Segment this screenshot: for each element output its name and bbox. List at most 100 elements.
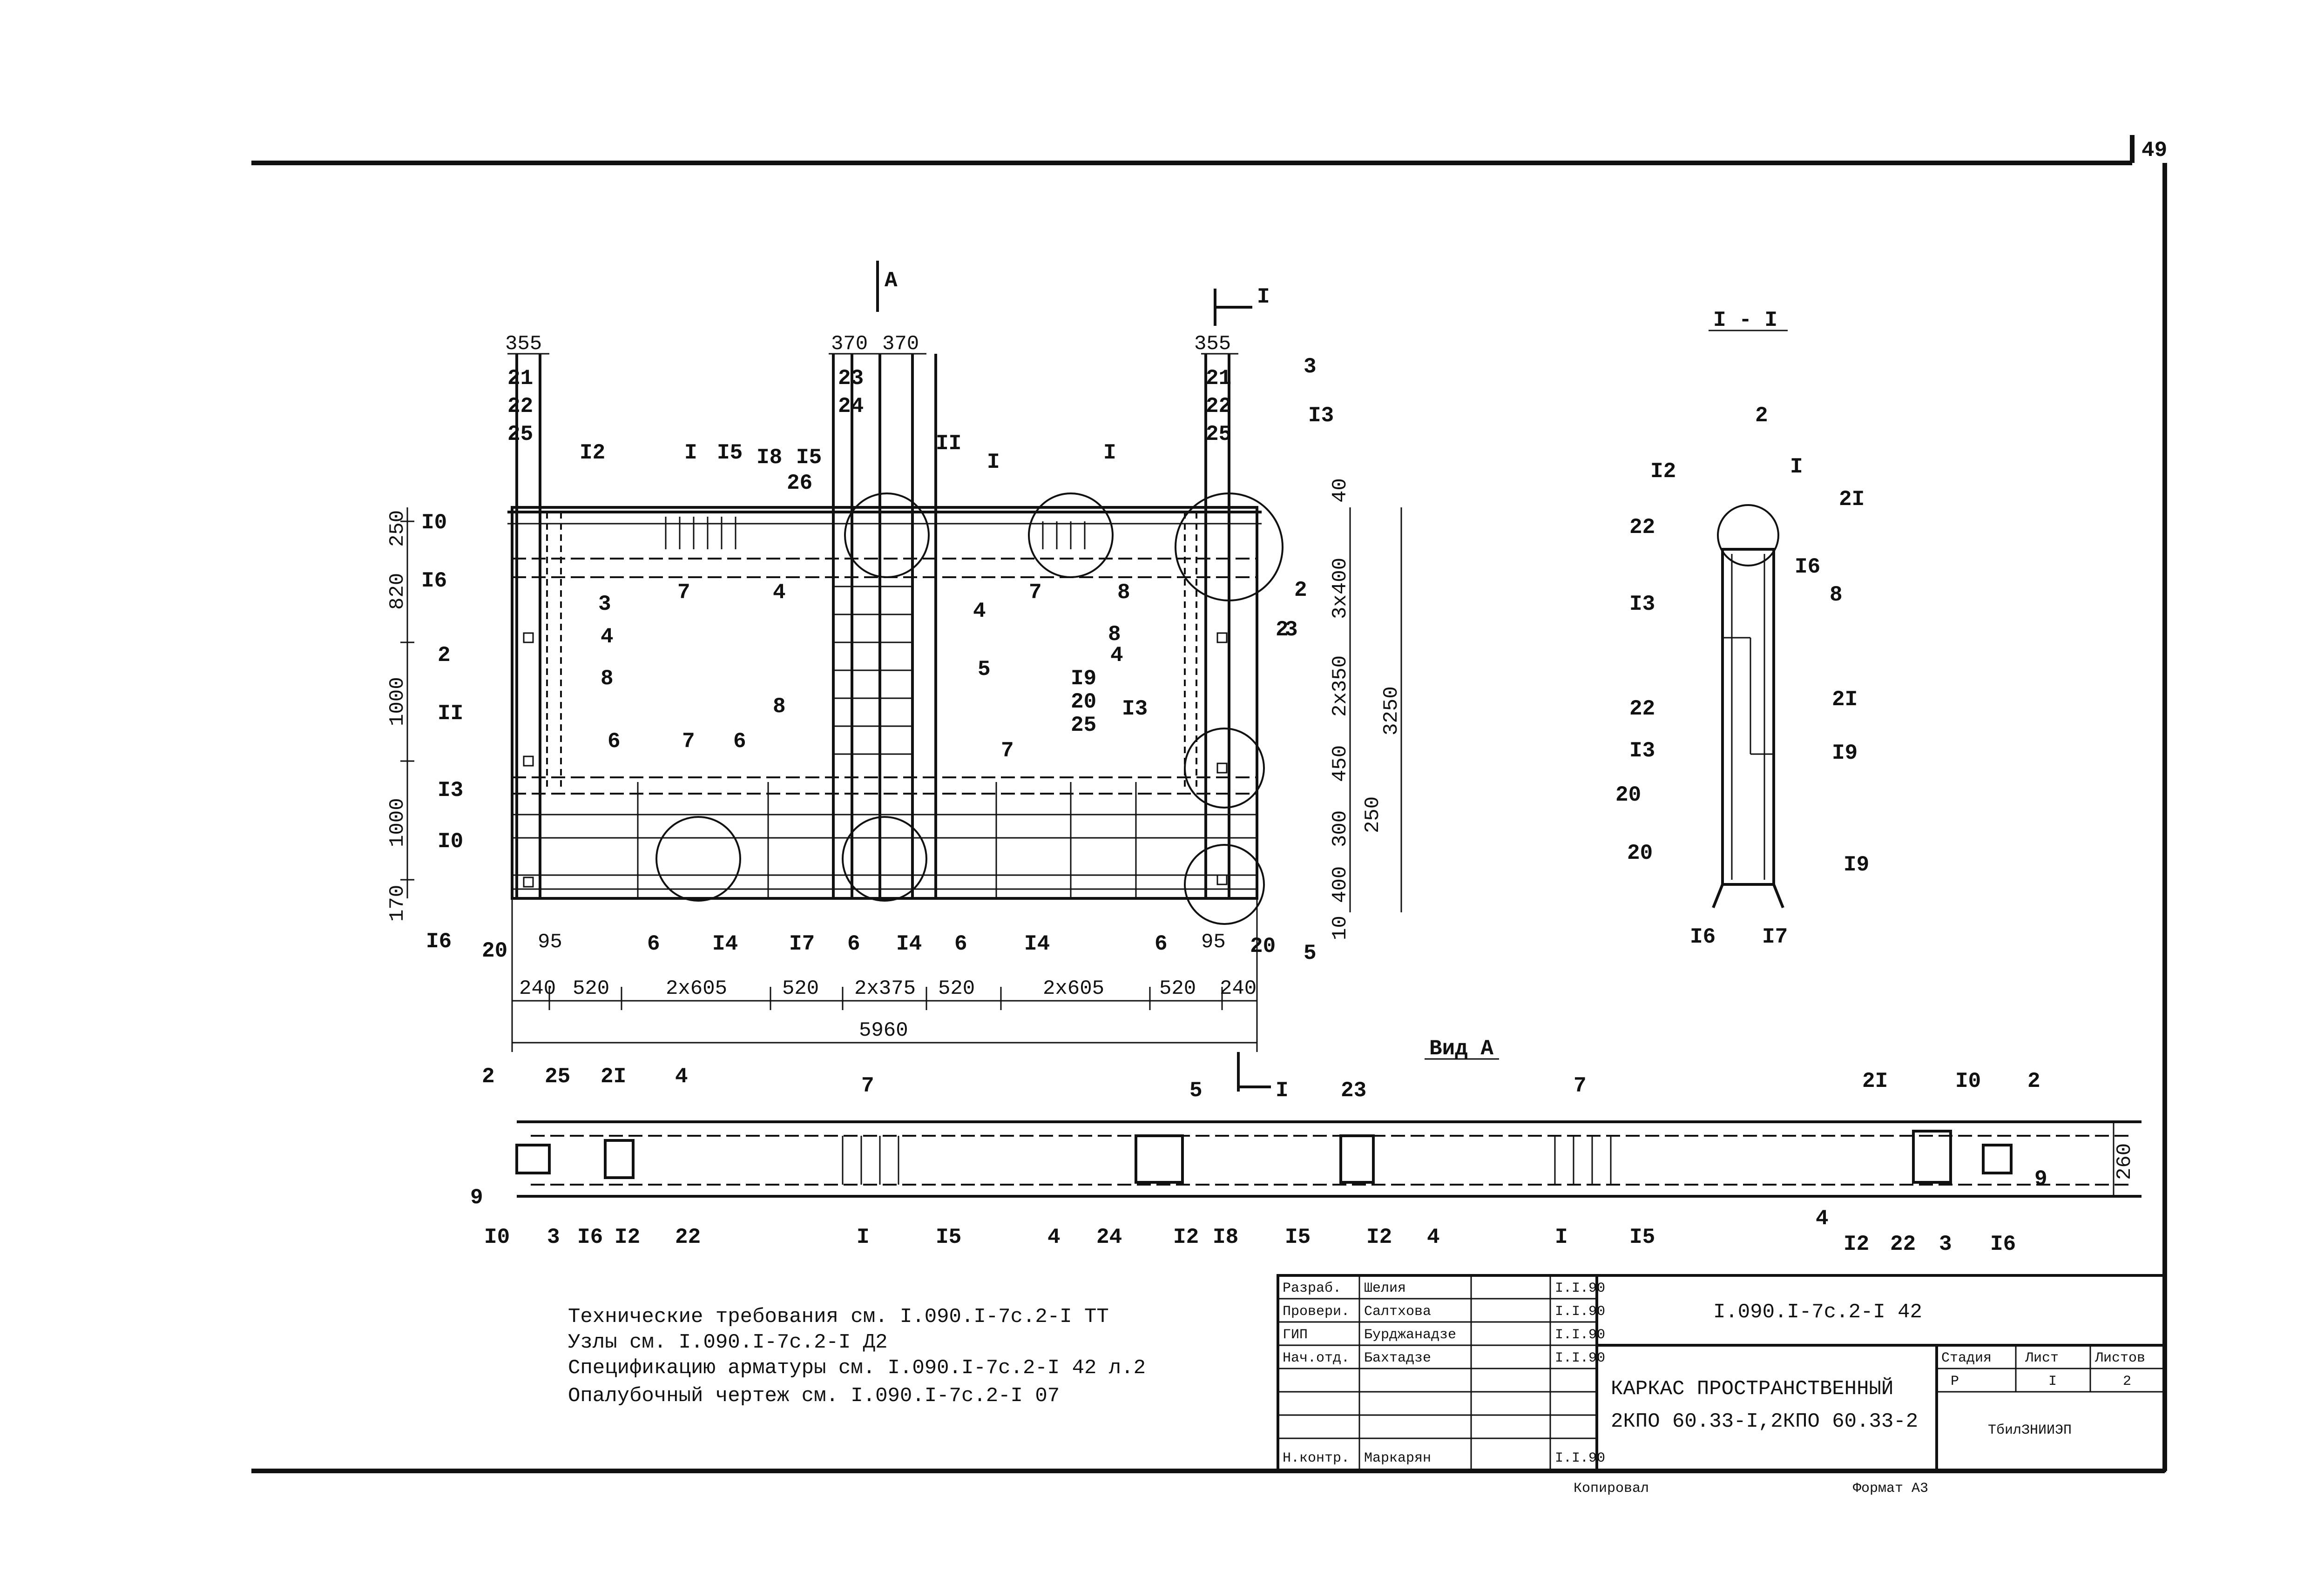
- position-label: 25: [1071, 713, 1096, 737]
- position-label: I6: [577, 1225, 603, 1249]
- position-label: I9: [1844, 853, 1869, 877]
- position-label: 3: [1939, 1232, 1952, 1256]
- dim-bottom: 240: [519, 977, 556, 1000]
- notes: Технические требования см. I.090.I-7c.2-…: [568, 1305, 1146, 1408]
- position-label: 2: [2027, 1069, 2040, 1093]
- dim-left: 820: [386, 573, 409, 610]
- dim-right: 450: [1329, 745, 1352, 782]
- dim-bottom: 2x605: [1043, 977, 1104, 1000]
- position-label: 2: [438, 643, 451, 668]
- position-label: I5: [936, 1225, 961, 1249]
- role-date: I.I.90: [1555, 1281, 1605, 1296]
- position-label: I7: [1762, 925, 1788, 949]
- dim-left: 1000: [386, 798, 409, 847]
- position-label: I0: [484, 1225, 510, 1249]
- position-label: 22: [1206, 394, 1231, 418]
- position-label: I9: [1071, 667, 1096, 691]
- position-label: I: [1790, 455, 1803, 479]
- position-label: 6: [954, 932, 967, 956]
- main-position-labels: 21 22 25 23 24 21 22 25 I2 I I5 I8 I5 26…: [421, 355, 1334, 965]
- position-label: 21: [1206, 366, 1231, 391]
- position-label: 2I: [601, 1065, 626, 1089]
- note-line: Узлы см. I.090.I-7c.2-I Д2: [568, 1331, 888, 1354]
- position-label: 7: [1029, 580, 1042, 605]
- position-label: I2: [615, 1225, 640, 1249]
- note-line: Опалубочный чертеж см. I.090.I-7c.2-I 07: [568, 1384, 1060, 1408]
- copied-label: Копировал: [1574, 1481, 1649, 1497]
- position-label: I6: [1990, 1232, 2016, 1256]
- page-number: 49: [2142, 138, 2167, 162]
- position-label: 20: [1615, 783, 1641, 807]
- position-label: 21: [507, 366, 533, 391]
- dim-bottom: 520: [1159, 977, 1196, 1000]
- position-label: I3: [1629, 739, 1655, 763]
- position-label: I5: [1285, 1225, 1311, 1249]
- position-label: 26: [787, 471, 812, 495]
- position-label: I4: [712, 932, 738, 956]
- cut-marker-top: I: [1257, 285, 1270, 309]
- position-label: 23: [838, 366, 864, 391]
- position-label: I3: [1629, 592, 1655, 616]
- position-label: I2: [1844, 1232, 1869, 1256]
- role-label: Н.контр.: [1283, 1450, 1350, 1466]
- position-label: 8: [1117, 580, 1130, 605]
- position-label: 6: [733, 729, 746, 754]
- role-label: Разраб.: [1283, 1281, 1341, 1296]
- position-label: I0: [421, 511, 447, 535]
- position-label: 6: [647, 932, 660, 956]
- position-label: 2I: [1839, 487, 1865, 512]
- dim-left: 250: [386, 510, 409, 547]
- position-label: 9: [470, 1186, 483, 1210]
- position-label: I: [1103, 441, 1116, 465]
- sheet-header: Лист: [2025, 1350, 2059, 1366]
- note-line: Технические требования см. I.090.I-7c.2-…: [568, 1305, 1109, 1328]
- dim-small: 95: [538, 930, 562, 954]
- position-label: 25: [545, 1065, 570, 1089]
- role-date: I.I.90: [1555, 1350, 1605, 1366]
- dim-left: 170: [386, 885, 409, 922]
- position-label: 2: [1276, 618, 1289, 642]
- position-label: 4: [1816, 1207, 1829, 1231]
- view-a: [515, 1120, 2142, 1198]
- title-line2: 2КПО 60.33-I,2КПО 60.33-2: [1611, 1410, 1918, 1433]
- dimension-texts: 355 370 370 355 250 820 1000 1000 170 40…: [386, 332, 2136, 1180]
- dim-bottom: 520: [782, 977, 819, 1000]
- dim-top: 355: [1194, 332, 1231, 356]
- position-label: 8: [1830, 583, 1843, 607]
- dim-view-height: 260: [2113, 1143, 2136, 1180]
- dim-right: 3x400: [1329, 558, 1352, 619]
- position-label: I3: [438, 778, 463, 802]
- role-date: I.I.90: [1555, 1327, 1605, 1343]
- position-label: II: [936, 432, 961, 456]
- position-label: 6: [847, 932, 860, 956]
- doc-code: I.090.I-7c.2-I 42: [1713, 1301, 1922, 1324]
- dim-top: 355: [505, 332, 542, 356]
- position-label: I5: [796, 445, 822, 470]
- position-label: I5: [717, 441, 743, 465]
- position-label: 6: [608, 729, 621, 754]
- position-label: 7: [1001, 739, 1014, 763]
- dim-top: 370: [882, 332, 919, 356]
- dim-right: 300: [1329, 810, 1352, 847]
- position-label: I0: [1955, 1069, 1981, 1093]
- position-label: 20: [1071, 690, 1096, 714]
- section-position-labels: 2 I2 I 2I 22 I6 8 I3 2I 22 I9 I3 20 20 I…: [1615, 404, 1869, 949]
- position-label: 22: [1629, 515, 1655, 539]
- title-line1: КАРКАС ПРОСТРАНСТВЕННЫЙ: [1611, 1377, 1893, 1401]
- sheet-value: I: [2048, 1374, 2057, 1389]
- position-label: I: [684, 441, 697, 465]
- view-marker: А: [885, 269, 898, 293]
- dim-right: 400: [1329, 866, 1352, 903]
- position-label: 22: [507, 394, 533, 418]
- dim-bottom: 520: [938, 977, 975, 1000]
- position-label: 5: [978, 657, 991, 681]
- position-label: 2: [1755, 404, 1768, 428]
- dim-right: 40: [1329, 478, 1352, 503]
- position-label: 2: [1294, 578, 1307, 602]
- position-label: 9: [2034, 1167, 2047, 1191]
- position-label: 2I: [1832, 688, 1858, 712]
- dim-bottom: 2x375: [854, 977, 916, 1000]
- position-label: I8: [757, 445, 782, 470]
- dim-right: 3250: [1380, 686, 1403, 735]
- position-label: I2: [1650, 459, 1676, 484]
